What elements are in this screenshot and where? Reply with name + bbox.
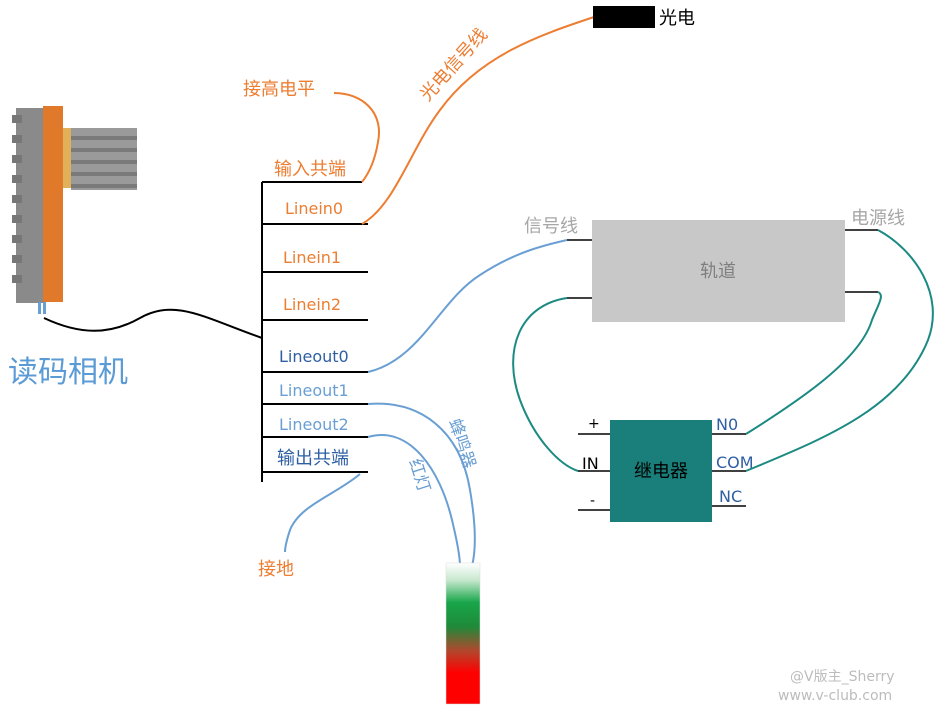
pin-label-linein1: Linein1	[283, 248, 341, 267]
photo-signal-wire	[361, 16, 595, 225]
pin-label-lineout1: Lineout1	[279, 381, 349, 400]
watermark-author: @V版主_Sherry	[790, 669, 895, 685]
relay-pin-plus: +	[588, 416, 600, 432]
terminal-bus	[261, 181, 368, 482]
photo-sensor-label: 光电	[659, 8, 695, 29]
tower-light-icon	[445, 562, 481, 705]
pin-label-linein0: Linein0	[285, 199, 343, 218]
relay-pin-minus: -	[590, 493, 595, 509]
relay-no-to-track-wire	[745, 291, 882, 435]
lineout2-red-light-wire	[367, 434, 461, 567]
photo-sensor-icon	[593, 6, 655, 28]
relay-pin-in: IN	[582, 454, 599, 473]
buzzer-label: 蜂鸣器	[444, 416, 479, 471]
high-level-wire	[333, 92, 380, 183]
ground-wire	[284, 473, 361, 553]
track-label: 轨道	[700, 261, 736, 282]
signal-line-label: 信号线	[524, 216, 578, 237]
relay-com-to-power-wire	[745, 229, 934, 472]
pin-label-input-common: 输入共端	[274, 159, 346, 180]
red-light-label: 红灯	[404, 456, 434, 495]
relay-box	[610, 420, 712, 522]
relay-label: 继电器	[634, 461, 688, 482]
camera-cable	[43, 308, 263, 339]
relay-pin-com: COM	[716, 453, 754, 472]
relay-pin-no: N0	[716, 415, 738, 434]
ground-label: 接地	[258, 559, 294, 580]
power-line-label: 电源线	[851, 208, 905, 229]
relay-pin-nc: NC	[719, 487, 742, 506]
pin-label-output-common: 输出共端	[277, 448, 349, 469]
lineout1-buzzer-wire	[367, 402, 476, 567]
relay-in-to-track-wire	[512, 297, 579, 472]
lineout0-signal-wire	[367, 239, 568, 373]
high-level-label: 接高电平	[243, 79, 315, 100]
camera-label: 读码相机	[8, 355, 128, 390]
pin-label-lineout0: Lineout0	[279, 347, 349, 366]
camera-device-icon	[12, 106, 137, 314]
pin-label-linein2: Linein2	[283, 295, 341, 314]
track-box	[592, 220, 845, 322]
watermark-site: www.v-club.com	[778, 688, 892, 704]
pin-label-lineout2: Lineout2	[279, 415, 349, 434]
